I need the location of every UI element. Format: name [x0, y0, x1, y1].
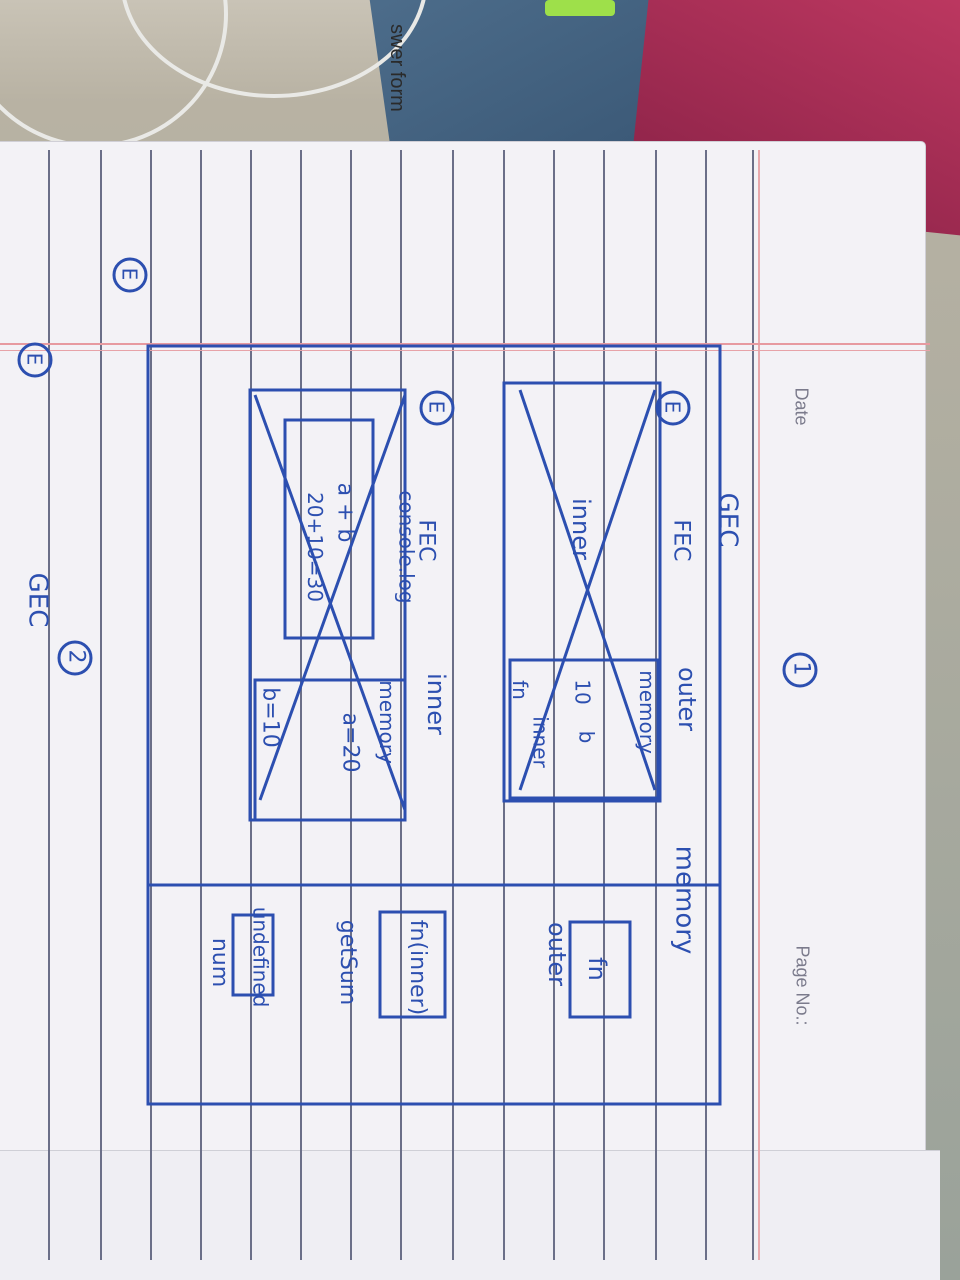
a-plus-b: a + b	[332, 482, 358, 543]
ruled-line	[350, 150, 352, 1260]
console-box	[283, 418, 375, 640]
ruled-line	[150, 150, 152, 1260]
calc: 20+10=30	[302, 492, 327, 602]
cross-line	[518, 389, 657, 791]
fn-inner-global: fn(inner)	[405, 919, 431, 1016]
fn-outer-box	[568, 920, 632, 1019]
margin-line	[0, 350, 930, 351]
b-eq: b=10	[257, 687, 283, 748]
gec-title: GEC	[712, 492, 743, 548]
inner-box-label: inner	[566, 498, 595, 560]
ruled-line	[100, 150, 102, 1260]
ruled-line	[400, 150, 402, 1260]
val-b: b	[574, 730, 599, 744]
e-mark: E	[22, 352, 47, 366]
ruled-line	[452, 150, 454, 1260]
ruled-line	[300, 150, 302, 1260]
e-circle	[112, 257, 148, 293]
undefined: undefined	[248, 906, 273, 1008]
outer-fec-box	[502, 381, 662, 803]
page-circle-2	[57, 640, 93, 676]
num: num	[207, 937, 233, 988]
ruled-line	[553, 150, 555, 1260]
gec-title-2: GEC	[22, 572, 53, 628]
margin-line-right	[758, 150, 760, 1260]
fn-label: fn	[507, 680, 532, 700]
a-eq: a=20	[337, 712, 363, 773]
fn-inner-box	[378, 910, 447, 1019]
ruled-line	[603, 150, 605, 1260]
inner-label: inner	[421, 673, 450, 735]
e-circle	[655, 390, 691, 426]
gec-box	[146, 344, 722, 1106]
memory-inner: memory	[374, 680, 399, 764]
e-circle	[17, 342, 53, 378]
ruled-line	[705, 150, 707, 1260]
page-under	[0, 1150, 940, 1280]
inner-fn: inner	[528, 716, 553, 768]
outer-var: outer	[542, 922, 571, 986]
memory-outer: memory	[634, 670, 659, 754]
memory-global: memory	[669, 845, 700, 955]
undefined-box	[231, 913, 275, 997]
inner-memory-box	[253, 678, 407, 822]
fn-outer: fn	[582, 957, 611, 981]
page-number-1: 1	[788, 661, 814, 676]
ruled-line	[752, 150, 754, 1260]
page-circle-1	[782, 652, 818, 688]
outer-label: outer	[672, 667, 701, 731]
cross-line	[258, 394, 407, 801]
e-mark: E	[660, 400, 685, 414]
getsum: getSum	[335, 919, 361, 1006]
green-tag	[545, 0, 615, 16]
page-number-2: 2	[63, 649, 89, 664]
e-mark: E	[424, 400, 449, 414]
notebook-page	[0, 142, 925, 1280]
console-log: console.log	[394, 490, 419, 604]
ruled-line	[48, 150, 50, 1260]
e-circle	[419, 390, 455, 426]
val-10: 10	[570, 679, 595, 705]
fec-label-outer: FEC	[668, 519, 694, 562]
ruled-line	[655, 150, 657, 1260]
ruled-line	[200, 150, 202, 1260]
margin-line	[0, 343, 930, 345]
outer-memory-box	[508, 658, 660, 800]
e-mark: E	[117, 267, 142, 281]
